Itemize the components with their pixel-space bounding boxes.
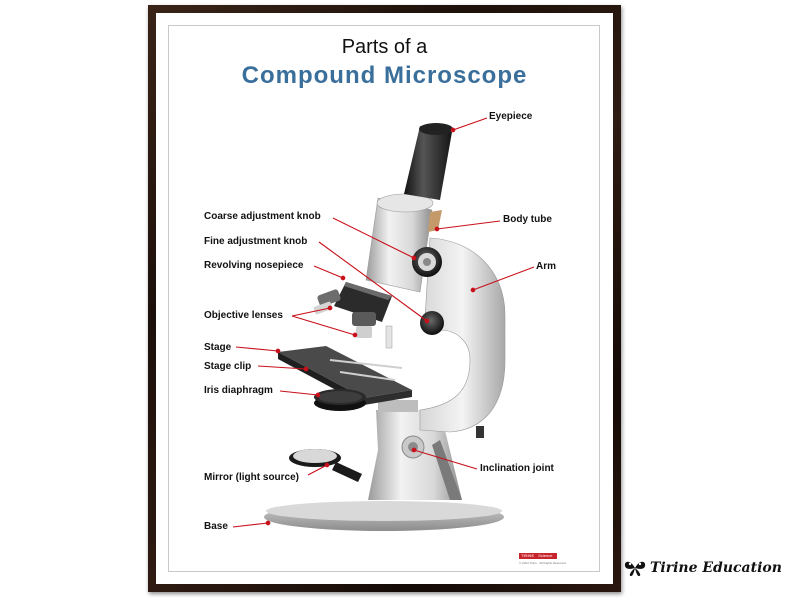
label-objective-lenses: Objective lenses xyxy=(204,310,283,321)
poster-title-line1: Parts of a xyxy=(341,36,428,58)
fine-knob-shape xyxy=(420,311,444,335)
label-coarse-adjustment-knob: Coarse adjustment knob xyxy=(204,211,321,222)
publisher-badge: TIRINE Science xyxy=(519,553,557,559)
label-eyepiece: Eyepiece xyxy=(489,111,533,122)
label-base: Base xyxy=(204,521,228,532)
publisher-badge-right: Science xyxy=(538,553,553,558)
poster-title-line2: Compound Microscope xyxy=(241,62,528,89)
label-mirror: Mirror (light source) xyxy=(204,472,300,483)
label-stage-clip: Stage clip xyxy=(204,361,252,372)
label-body-tube: Body tube xyxy=(503,214,552,225)
brand-watermark: Tirine Education xyxy=(624,556,782,580)
label-arm: Arm xyxy=(536,261,557,272)
copyright-text: © 2024 Tirine · All Rights Reserved xyxy=(519,561,566,565)
eyepiece-shape xyxy=(404,126,452,200)
label-inclination-joint: Inclination joint xyxy=(480,463,554,474)
butterfly-icon xyxy=(624,561,646,576)
objective-lenses-shape xyxy=(313,289,393,349)
publisher-badge-left: TIRINE xyxy=(521,553,535,558)
label-fine-adjustment-knob: Fine adjustment knob xyxy=(204,236,308,247)
poster-border xyxy=(168,25,600,572)
label-stage: Stage xyxy=(204,342,232,353)
brand-text: Tirine Education xyxy=(650,560,782,576)
label-iris-diaphragm: Iris diaphragm xyxy=(204,385,273,396)
label-revolving-nosepiece: Revolving nosepiece xyxy=(204,260,304,271)
